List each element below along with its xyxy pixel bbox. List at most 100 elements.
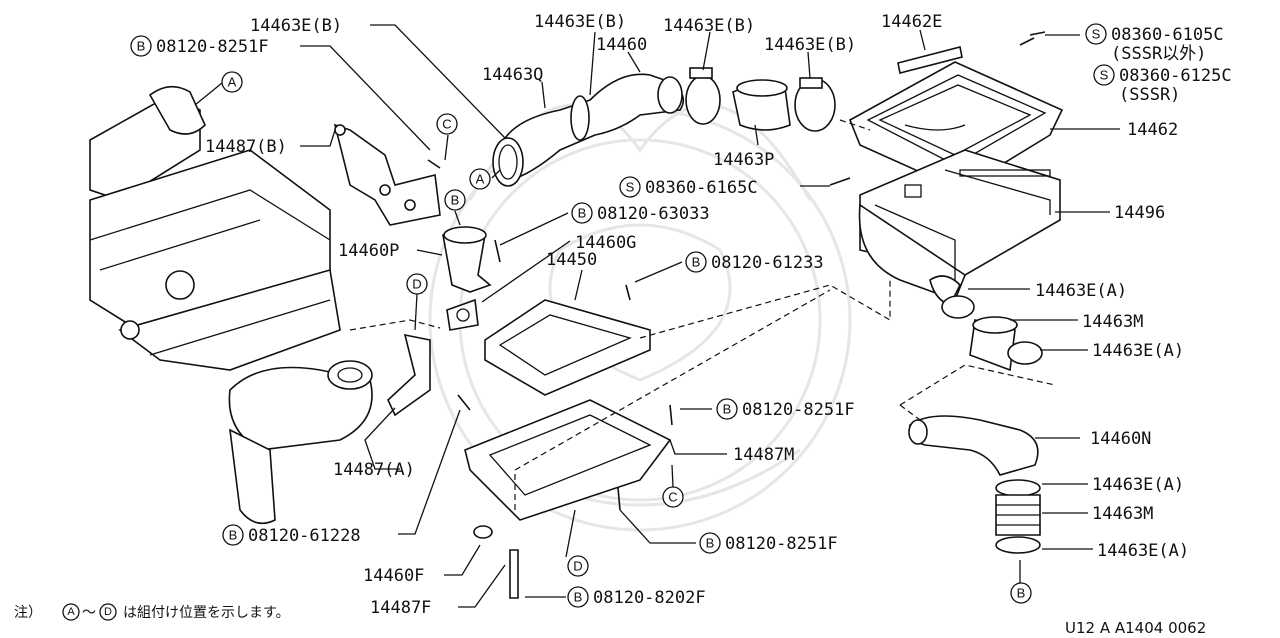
- air-inlet-14460P: [442, 226, 492, 293]
- label-14463M-1: 14463M: [1082, 312, 1143, 332]
- label-14487B: 14487(B): [205, 137, 287, 157]
- svg-text:B: B: [578, 206, 587, 221]
- bolt-icons: [427, 31, 1046, 511]
- label-14460N: 14460N: [1090, 429, 1151, 449]
- label-14462E: 14462E: [881, 12, 942, 32]
- clip-14487F: [509, 549, 519, 599]
- label-14463E-B-2: 14463E(B): [534, 12, 626, 32]
- svg-text:B: B: [706, 536, 715, 551]
- circled-letter-B-duct: B: [1010, 582, 1032, 604]
- label-14463E-B-1: 14463E(B): [250, 16, 342, 36]
- svg-text:D: D: [573, 559, 582, 574]
- label-14463E-A-2: 14463E(A): [1092, 341, 1184, 361]
- label-14460P: 14460P: [338, 241, 399, 261]
- label-sssr: (SSSR): [1119, 85, 1180, 105]
- label-08360-6105C: 08360-6105C: [1111, 25, 1224, 45]
- svg-text:C: C: [668, 490, 677, 505]
- svg-text:D: D: [412, 277, 421, 292]
- circled-letter-A-engine: A: [221, 71, 243, 93]
- assembly-lines: [349, 119, 1056, 510]
- label-08120-8202F: 08120-8202F: [593, 588, 706, 608]
- hose-clamp-14463E-A-1: [941, 295, 975, 319]
- svg-text:A: A: [228, 75, 237, 90]
- label-14462: 14462: [1127, 120, 1178, 140]
- label-14487F: 14487F: [370, 598, 431, 618]
- hose-clamp-14463E-A-3: [995, 479, 1041, 497]
- bolt-b-marker: [567, 586, 589, 608]
- svg-text:S: S: [1092, 27, 1101, 42]
- footnote-prefix: 注）: [14, 605, 42, 621]
- bolt-b-marker: [685, 251, 707, 273]
- footnote: 注） A ～ D は組付け位置を示します。: [14, 603, 290, 621]
- air-cleaner-element: [959, 169, 1051, 177]
- hose-14463M-1: [969, 316, 1018, 372]
- label-08120-63033: 08120-63033: [597, 204, 710, 224]
- bolt-b-marker: [716, 398, 738, 420]
- footnote-text: は組付け位置を示します。: [123, 605, 290, 621]
- plate-14450: [484, 299, 651, 396]
- hose-14463M-2: [995, 494, 1041, 536]
- svg-text:S: S: [626, 180, 635, 195]
- intake-hose-14463P: [732, 79, 791, 131]
- part-labels: 14463E(B) B 08120-8251F 14463E(B) 14460 …: [130, 12, 1232, 618]
- screw-s-marker: [619, 176, 641, 198]
- label-14463E-A-1: 14463E(A): [1035, 281, 1127, 301]
- bolt-b-marker: [699, 532, 721, 554]
- label-08120-8251F-mid: 08120-8251F: [742, 400, 855, 420]
- gasket-14460G: [446, 298, 479, 331]
- circled-letter-C-cover: C: [662, 486, 684, 508]
- label-14463E-A-3: 14463E(A): [1092, 475, 1184, 495]
- circled-letter-B-inlet: B: [444, 189, 466, 211]
- bracket-14487A: [387, 333, 431, 417]
- label-14463Q: 14463Q: [482, 65, 543, 85]
- label-14450: 14450: [546, 250, 597, 270]
- label-14460G: 14460G: [575, 233, 636, 253]
- svg-text:B: B: [574, 590, 583, 605]
- svg-text:D: D: [104, 606, 112, 618]
- label-08120-8251F-top: 08120-8251F: [156, 37, 269, 57]
- bolt-b-marker: [222, 524, 244, 546]
- hose-clamp-14463E-A-2: [1007, 341, 1043, 365]
- footnote-letter-A: [62, 603, 80, 621]
- label-14463E-A-4: 14463E(A): [1097, 541, 1189, 561]
- hose-clamp-14463E-B-left: [685, 67, 721, 125]
- bracket-14487B: [333, 123, 441, 226]
- label-08120-61228: 08120-61228: [248, 526, 361, 546]
- bolt-b-marker: [130, 35, 152, 57]
- label-14463E-B-3: 14463E(B): [663, 16, 755, 36]
- svg-text:A: A: [67, 606, 75, 618]
- label-14463E-B-4: 14463E(B): [764, 35, 856, 55]
- label-14463P: 14463P: [713, 150, 774, 170]
- label-08360-6125C: 08360-6125C: [1119, 66, 1232, 86]
- svg-text:B: B: [451, 193, 460, 208]
- drawing-code: U12 A A1404 0062: [1065, 619, 1206, 637]
- circled-letter-D-bracket: D: [406, 273, 428, 295]
- label-08360-6165C: 08360-6165C: [645, 178, 758, 198]
- caution-label-plate: [897, 46, 963, 74]
- footnote-separator: ～: [82, 605, 96, 621]
- circled-letter-A-duct: A: [469, 168, 491, 190]
- label-14496: 14496: [1114, 203, 1165, 223]
- screw-s-marker: [1085, 23, 1107, 45]
- air-duct-14460N: [908, 415, 1039, 476]
- label-14460: 14460: [596, 35, 647, 55]
- svg-text:B: B: [1017, 586, 1026, 601]
- label-14463M-2: 14463M: [1092, 504, 1153, 524]
- intake-duct-upper: [492, 73, 685, 187]
- air-cleaner-cover: [848, 61, 1064, 191]
- svg-text:B: B: [137, 39, 146, 54]
- label-14460F: 14460F: [363, 566, 424, 586]
- svg-text:A: A: [476, 172, 485, 187]
- circled-letter-C-bracket: C: [436, 113, 458, 135]
- under-cover-14487M: [464, 399, 672, 521]
- leader-lines: [194, 24, 1120, 608]
- hose-clamp-14463E-B-right: [794, 77, 836, 132]
- label-14487M: 14487M: [733, 445, 794, 465]
- label-08120-61233: 08120-61233: [711, 253, 824, 273]
- screw-s-marker: [1093, 64, 1115, 86]
- hose-clamp-14463E-A-4: [995, 536, 1041, 554]
- label-sssr-other: (SSSR以外): [1111, 44, 1206, 64]
- bolt-b-marker: [571, 202, 593, 224]
- footnote-letter-D: [99, 603, 117, 621]
- label-08120-8251F-bot: 08120-8251F: [725, 534, 838, 554]
